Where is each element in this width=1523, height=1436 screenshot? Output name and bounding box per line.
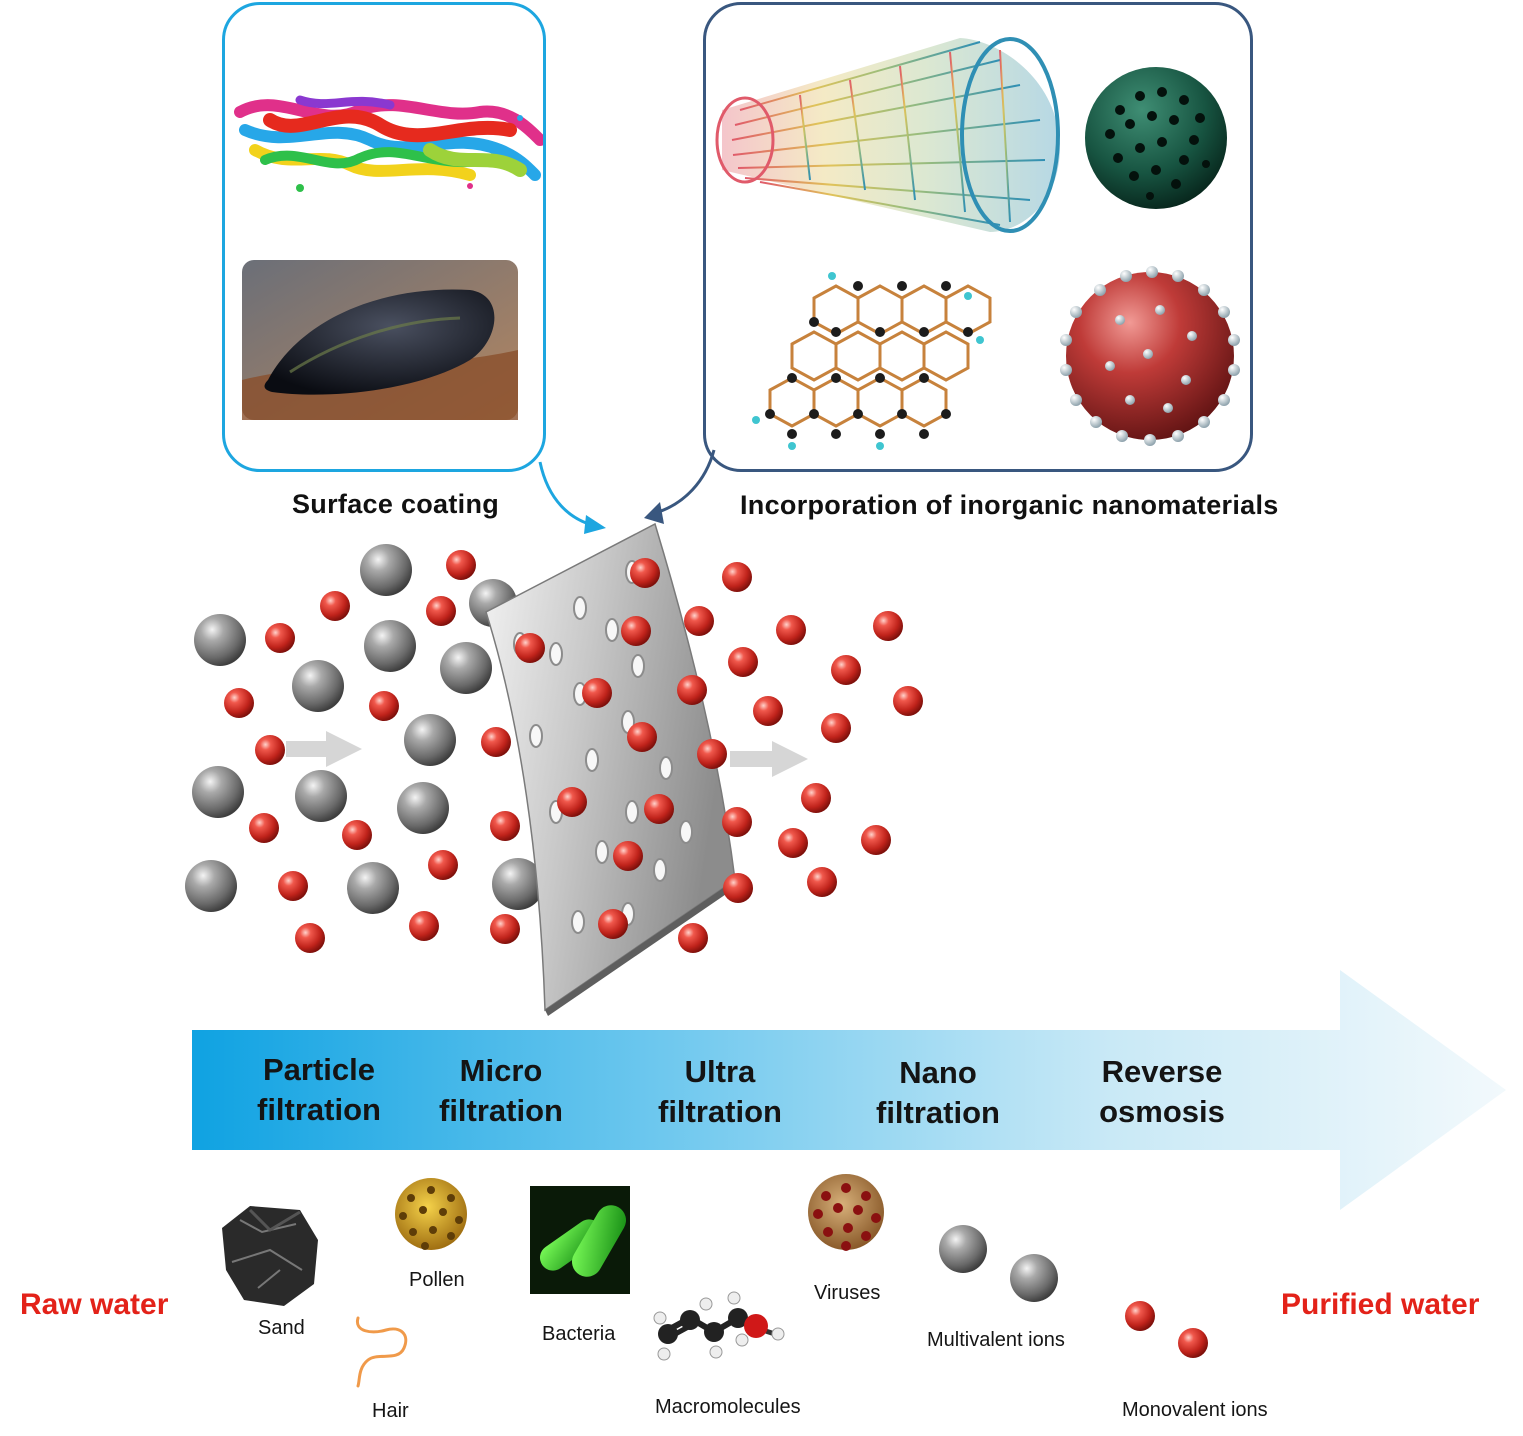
stage-ultra-filtration: Ultra filtration [620, 1052, 820, 1132]
carbon-nanotube-image [715, 37, 1060, 233]
pointer-arrow-left [538, 461, 606, 534]
paint-splash-image [234, 95, 546, 192]
porous-sphere-image [1085, 67, 1227, 209]
nanomaterials-panel [703, 2, 1253, 472]
membrane-sheet [485, 522, 736, 1016]
bacteria-label: Bacteria [542, 1323, 616, 1345]
flow-arrow-out [730, 741, 808, 777]
multivalent-ion-icon [939, 1225, 1058, 1302]
pollen-icon [391, 1174, 471, 1254]
raw-water-label: Raw water [20, 1288, 169, 1321]
sand-label: Sand [258, 1317, 305, 1339]
surface-coating-panel [222, 2, 546, 472]
monovalent-ion-icon [1125, 1301, 1208, 1358]
virus-icon [800, 1166, 892, 1258]
viruses-label: Viruses [814, 1282, 881, 1304]
stage-micro-filtration: Micro filtration [401, 1051, 601, 1131]
stage-reverse-osmosis: Reverse osmosis [1062, 1052, 1262, 1132]
flow-arrow-in [286, 731, 362, 767]
monovalent-ions-label: Monovalent ions [1122, 1399, 1268, 1421]
process-arrow [192, 970, 1506, 1210]
stage-line2: filtration [439, 1093, 563, 1128]
particles-behind-membrane [185, 544, 544, 953]
pollen-label: Pollen [409, 1269, 465, 1291]
surface-coating-caption: Surface coating [292, 489, 500, 519]
stage-line2: filtration [257, 1092, 381, 1127]
hair-label: Hair [372, 1400, 409, 1422]
stage-line1: Particle [262, 1052, 375, 1087]
stage-particle-filtration: Particle filtration [219, 1050, 419, 1130]
stage-line2: osmosis [1099, 1094, 1225, 1129]
graphene-sheet-image [752, 272, 992, 450]
macromolecule-icon [653, 1291, 785, 1361]
multivalent-ions-label: Multivalent ions [927, 1329, 1065, 1351]
hair-icon [355, 1316, 408, 1388]
particles-after-membrane [677, 562, 923, 953]
sand-icon [222, 1206, 318, 1306]
bacteria-icon [530, 1186, 630, 1294]
decorated-nanoparticle-image [1060, 266, 1240, 446]
stage-nano-filtration: Nano filtration [838, 1053, 1038, 1133]
macromolecules-label: Macromolecules [655, 1396, 801, 1418]
stage-line1: Reverse [1101, 1054, 1223, 1089]
stage-line1: Ultra [684, 1054, 756, 1089]
pointer-arrow-right [644, 449, 716, 524]
stage-line2: filtration [658, 1094, 782, 1129]
nanomaterials-caption: Incorporation of inorganic nanomaterials [740, 490, 1279, 520]
stage-line1: Nano [899, 1055, 977, 1090]
mussel-image [242, 260, 518, 420]
stage-line1: Micro [459, 1053, 543, 1088]
purified-water-label: Purified water [1281, 1288, 1480, 1321]
stage-line2: filtration [876, 1095, 1000, 1130]
